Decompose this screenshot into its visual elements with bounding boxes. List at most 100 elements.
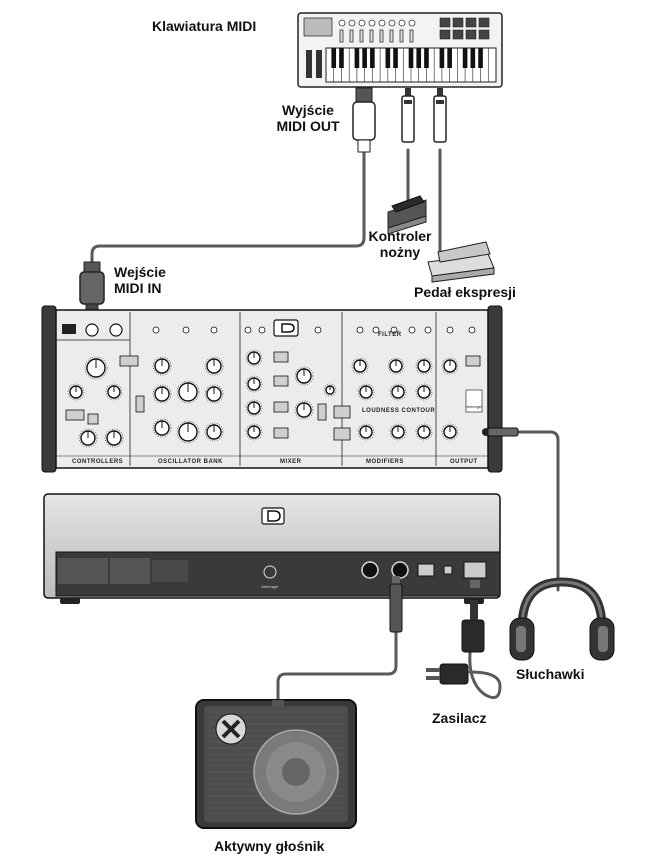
knob-scale xyxy=(245,423,263,441)
switch xyxy=(273,401,289,413)
knob-scale xyxy=(152,356,172,376)
knob xyxy=(104,428,124,448)
knob-scale xyxy=(204,422,224,442)
knob-scale xyxy=(176,380,200,404)
knob xyxy=(323,383,337,397)
black-key xyxy=(385,48,391,68)
label-midi-in: Wejście MIDI IN xyxy=(114,264,166,296)
knob-scale xyxy=(441,423,459,441)
label-power-supply: Zasilacz xyxy=(432,710,487,726)
knob xyxy=(152,384,172,404)
panel-knobs xyxy=(67,349,459,448)
knob xyxy=(204,422,224,442)
expression-pedal xyxy=(427,241,495,283)
patch-jack xyxy=(390,326,398,334)
black-key xyxy=(447,48,452,68)
black-key xyxy=(424,48,429,68)
label-expression-pedal: Pedał ekspresji xyxy=(414,284,516,300)
foot-controller-plug xyxy=(401,88,415,143)
headphones xyxy=(509,577,615,661)
knob-scale xyxy=(323,383,337,397)
knob xyxy=(245,423,263,441)
midi-out-plug xyxy=(352,87,376,153)
knob-scale xyxy=(415,383,433,401)
label-midi-out-line2: MIDI OUT xyxy=(276,118,340,134)
patch-jack xyxy=(258,326,266,334)
knob xyxy=(415,383,433,401)
knob-scale xyxy=(387,357,405,375)
black-key xyxy=(370,48,375,68)
knob xyxy=(176,420,200,444)
knob xyxy=(176,380,200,404)
switch xyxy=(333,427,351,441)
panel-jacks xyxy=(152,326,476,334)
patch-jack xyxy=(244,326,252,334)
synth-rear-panel: behringer xyxy=(43,493,501,604)
knob-scale xyxy=(204,384,224,404)
knob xyxy=(105,383,123,401)
speaker-plug xyxy=(389,576,403,633)
switch xyxy=(273,427,289,439)
patch-jack xyxy=(314,326,322,334)
knob xyxy=(245,349,263,367)
knob xyxy=(441,357,459,375)
knob xyxy=(152,356,172,376)
knob-scale xyxy=(245,375,263,393)
black-key xyxy=(408,48,414,68)
knob-scale xyxy=(78,428,98,448)
section-mixer: MIXER xyxy=(280,459,302,465)
switch xyxy=(65,409,85,421)
knob-scale xyxy=(441,357,459,375)
black-key xyxy=(393,48,398,68)
speaker-cable xyxy=(276,630,398,702)
knob xyxy=(152,418,172,438)
knob-scale xyxy=(152,384,172,404)
knob xyxy=(389,423,407,441)
knob xyxy=(84,356,108,380)
knob-scale xyxy=(415,423,433,441)
patch-jack xyxy=(446,326,454,334)
knob xyxy=(351,357,369,375)
knob-scale xyxy=(357,383,375,401)
keyboard-black-keys xyxy=(331,48,483,68)
switch xyxy=(465,355,481,367)
knob xyxy=(294,400,314,420)
label-headphones: Słuchawki xyxy=(516,666,585,682)
knob xyxy=(357,423,375,441)
knob-scale xyxy=(104,428,124,448)
filter-label: FILTER xyxy=(378,332,402,338)
knob-scale xyxy=(176,420,200,444)
foot-controller xyxy=(387,195,427,235)
knob-scale xyxy=(84,356,108,380)
knob xyxy=(357,383,375,401)
knob xyxy=(204,356,224,376)
black-key xyxy=(478,48,483,68)
knob xyxy=(245,375,263,393)
brand-badge: behringer xyxy=(466,404,484,409)
black-key xyxy=(362,48,367,68)
section-modifiers: MODIFIERS xyxy=(366,459,404,465)
knob xyxy=(67,383,85,401)
black-key xyxy=(470,48,476,68)
black-key xyxy=(462,48,468,68)
knob-scale xyxy=(245,399,263,417)
knob xyxy=(415,423,433,441)
section-oscillator-bank: OSCILLATOR BANK xyxy=(158,459,223,465)
patch-jack xyxy=(424,326,432,334)
black-key xyxy=(439,48,445,68)
knob xyxy=(389,383,407,401)
panel-switches xyxy=(65,351,481,441)
switch xyxy=(119,355,139,367)
switch xyxy=(135,395,145,413)
label-foot-controller-line1: Kontroler xyxy=(368,228,432,244)
keyboard-knobs xyxy=(338,19,416,27)
expression-pedal-plug xyxy=(433,88,447,143)
label-foot-controller-line2: nożny xyxy=(379,244,421,260)
knob-scale xyxy=(351,357,369,375)
knob xyxy=(415,357,433,375)
black-key xyxy=(331,48,337,68)
black-key xyxy=(354,48,360,68)
patch-jack xyxy=(372,326,380,334)
power-supply xyxy=(426,580,485,685)
midi-cable xyxy=(90,148,366,264)
